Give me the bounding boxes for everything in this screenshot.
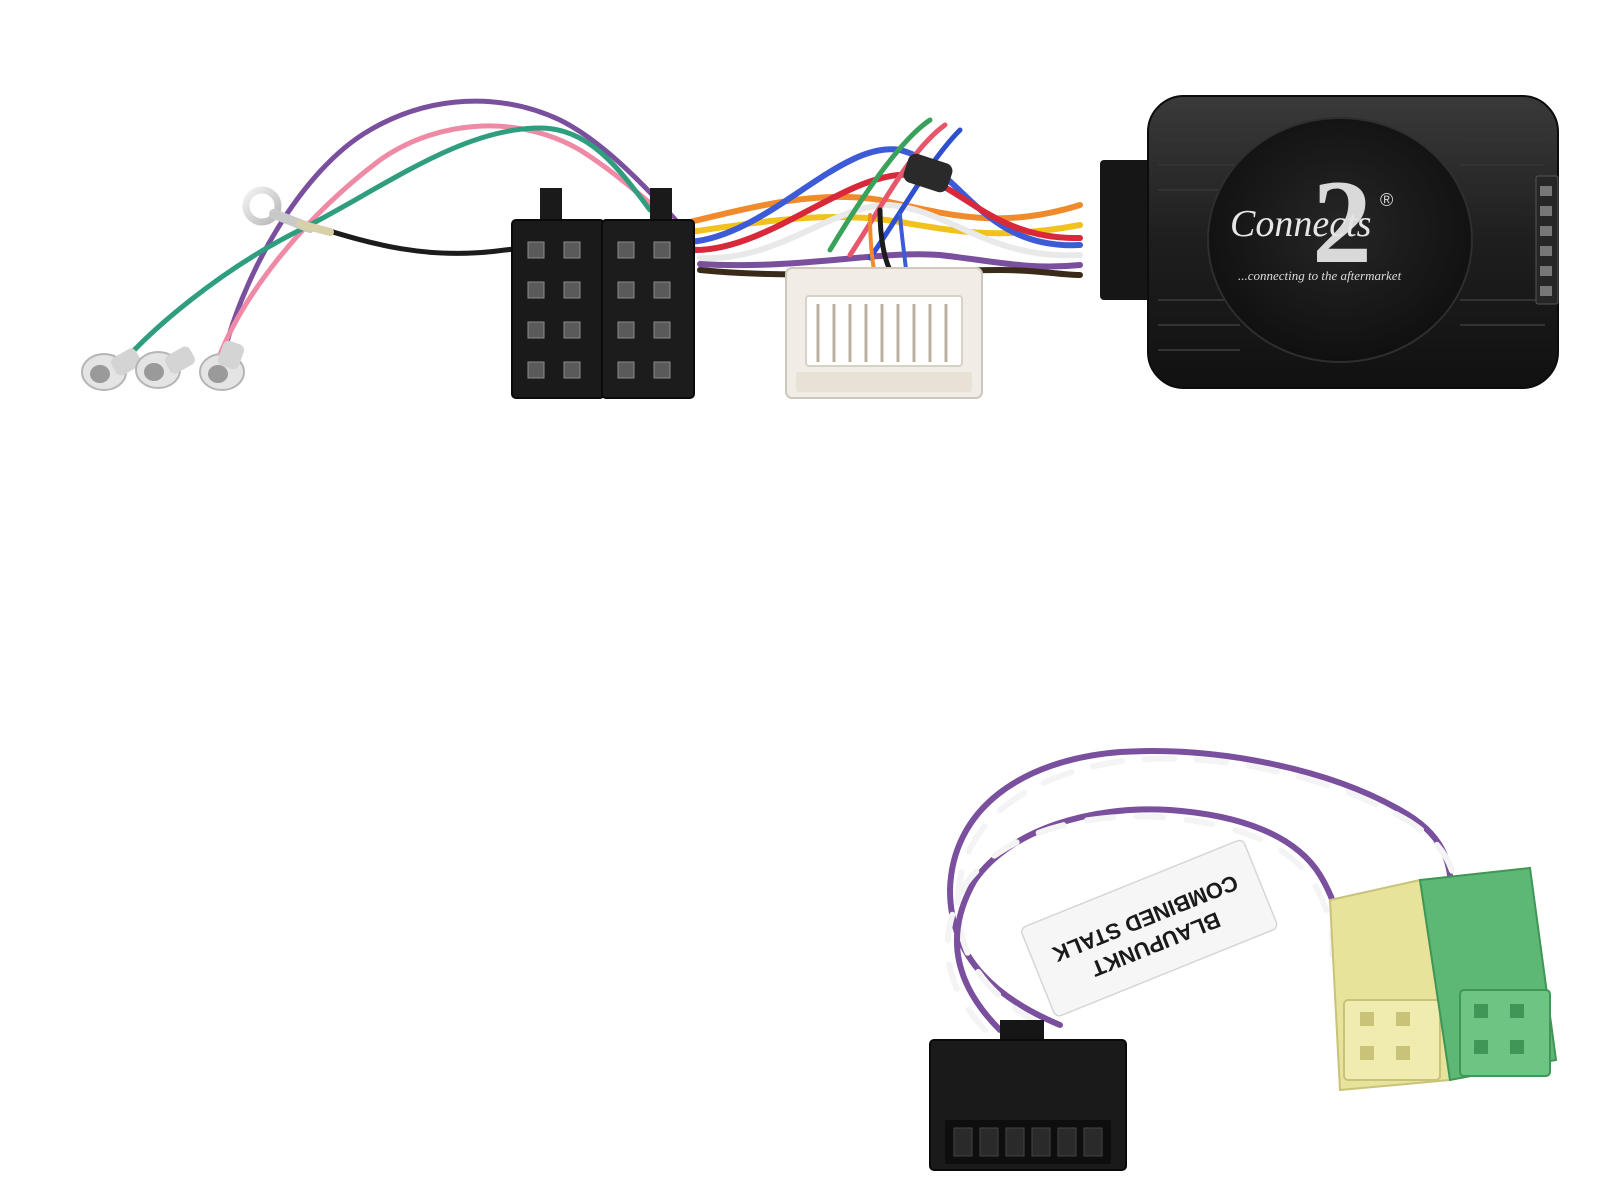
bullet-connector-1 [81, 348, 141, 391]
bottom-adapter-wires [944, 748, 1460, 1033]
black-stereo-connector [929, 1020, 1127, 1171]
brand-tagline: ...connecting to the aftermarket [1238, 268, 1402, 283]
outer-white-wire [954, 755, 1460, 1028]
white-wire [697, 201, 1083, 262]
brand-name: Connects [1230, 203, 1371, 245]
green-bundle-wire [827, 117, 933, 253]
brand-numeral: 2 [1312, 155, 1372, 288]
connector-lead-blue [898, 213, 908, 272]
brand-registered-mark: ® [1380, 190, 1393, 210]
pink-bundle-wire [847, 122, 948, 258]
green-mini-iso-connector [1418, 866, 1558, 1082]
bullet-connector-2 [135, 346, 195, 389]
module-logo-disc [1207, 117, 1473, 363]
green-wire [115, 125, 653, 371]
bullet-connector-3 [199, 340, 245, 391]
iso-block-left [511, 219, 605, 399]
violet-wire [697, 251, 1083, 270]
connector-lead-orange [868, 213, 876, 272]
inner-purple-wire [953, 806, 1344, 1033]
cable-label-tag: BLAUPUNKT COMBINED STALK [1021, 839, 1278, 1017]
mini-iso-connectors [1328, 866, 1558, 1092]
module-plug [1100, 160, 1156, 300]
bullet-connectors [81, 340, 245, 391]
interface-module: 2 ® Connects ...connecting to the afterm… [1100, 95, 1559, 389]
iso-connector [511, 188, 695, 399]
white-vehicle-connector [785, 267, 983, 399]
ring-terminal [242, 186, 334, 236]
iso-block-right [601, 219, 695, 399]
pink-wire [215, 123, 693, 363]
top-harness-wires [115, 98, 1083, 371]
heat-shrink-sleeve [903, 153, 953, 193]
orange-wire [687, 193, 1083, 225]
yellow-mini-iso-connector [1328, 878, 1452, 1092]
